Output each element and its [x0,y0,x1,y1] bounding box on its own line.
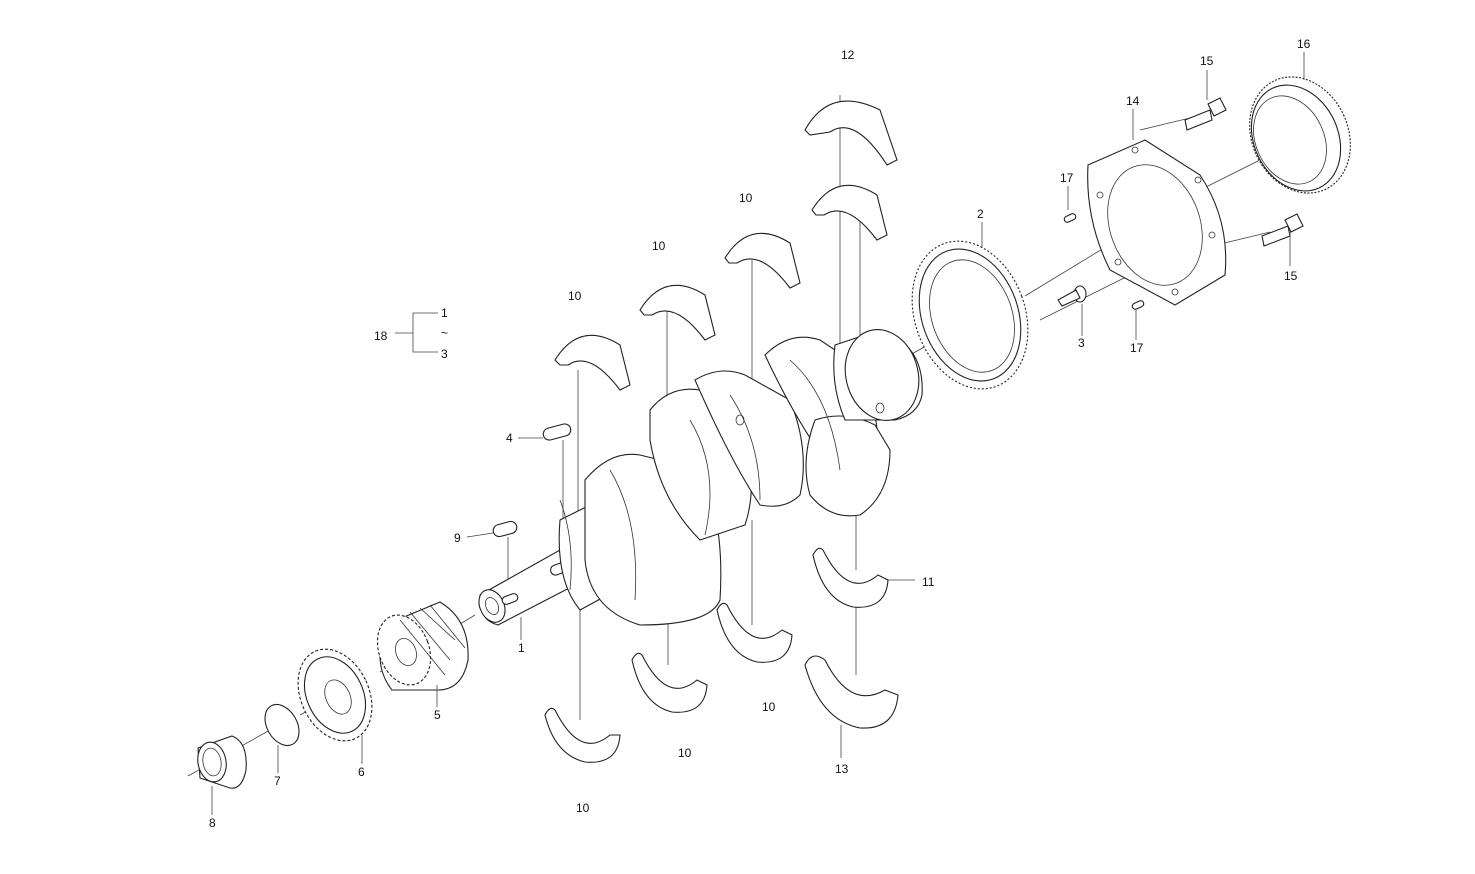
label-17-upper: 17 [1060,171,1074,185]
label-14: 14 [1126,94,1140,108]
label-10-c: 10 [739,191,753,205]
label-12: 12 [841,48,855,62]
pin-17-upper [1063,213,1077,223]
label-13: 13 [835,762,849,776]
label-18-range-start: 1 [441,306,448,320]
label-3: 3 [1078,336,1085,350]
label-6: 6 [358,765,365,779]
label-18-range-end: 3 [441,347,448,361]
label-15-upper: 15 [1200,54,1214,68]
bolt-15-lower [1261,213,1304,247]
gear-6 [297,648,373,742]
label-10-e: 10 [678,746,692,760]
label-10-b: 10 [652,239,666,253]
label-8: 8 [209,816,216,830]
label-18: 18 [374,329,388,343]
label-16: 16 [1297,37,1311,51]
ring-gear-2 [911,240,1029,390]
seal-ring-8 [197,735,247,789]
label-leaders [211,52,1305,815]
pin-17-lower [1131,300,1145,310]
lower-bearing-shells [544,547,899,763]
label-15-lower: 15 [1284,269,1298,283]
part-18-bracket [395,312,438,353]
label-1: 1 [518,641,525,655]
label-18-range-tilde: ~ [441,326,448,340]
upper-bearing-shells [554,100,898,391]
oil-seal-16 [1249,76,1351,194]
label-7: 7 [274,774,281,788]
crankshaft-1 [478,329,923,626]
key-9 [492,520,518,538]
bolt-15-upper [1184,97,1227,131]
label-2: 2 [977,207,984,221]
helical-gear-5 [376,601,469,691]
label-5: 5 [434,708,441,722]
label-9: 9 [454,531,461,545]
screw-3 [1057,285,1087,307]
o-ring-7 [264,703,300,747]
label-10-d: 10 [576,801,590,815]
label-11: 11 [922,575,935,589]
label-4: 4 [506,431,513,445]
key-4 [542,423,572,441]
label-10-a: 10 [568,289,582,303]
label-17-lower: 17 [1130,341,1144,355]
housing-14 [1087,139,1227,306]
label-10-f: 10 [762,700,776,714]
part-labels: 1 2 3 4 5 6 7 8 9 10 10 10 10 10 10 11 1… [209,37,1311,830]
